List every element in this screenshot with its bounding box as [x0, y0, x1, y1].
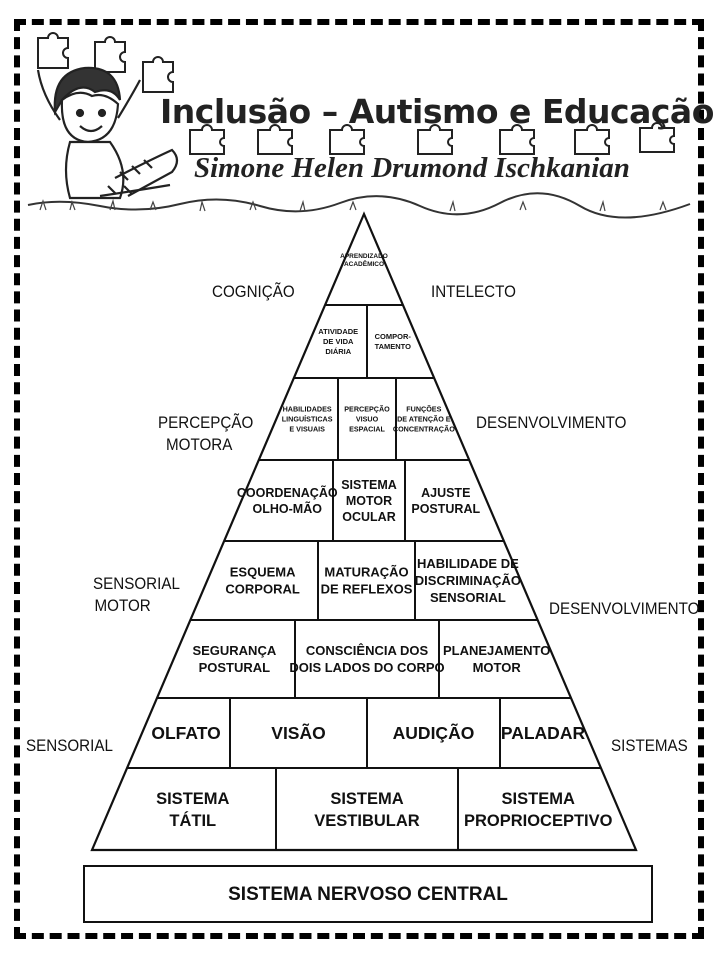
base-box	[83, 865, 653, 923]
pyramid-cell-line: DE VIDA	[323, 337, 354, 346]
pyramid-cell-line: ACADÊMICO	[344, 259, 384, 268]
dashed-page-border	[14, 19, 704, 939]
label-desenvolvimento-1: DESENVOLVIMENTO	[476, 414, 627, 432]
label-desenvolvimento-2: DESENVOLVIMENTO	[549, 600, 700, 618]
pyramid-cell-label: SISTEMA VESTIBULAR	[314, 790, 420, 830]
author-name: Simone Helen Drumond Ischkanian	[194, 152, 630, 184]
pyramid-cell-line: DIÁRIA	[325, 347, 351, 356]
pyramid-cell-line: VISUO	[356, 415, 379, 424]
label-percepcao-line1: PERCEPÇÃO	[158, 414, 254, 432]
pyramid-cell-label: AUDIÇÃO	[393, 722, 475, 743]
pyramid-cell-line: APRENDIZADO	[340, 253, 388, 260]
label-percepcao-motora: PERCEPÇÃO MOTORA	[158, 412, 253, 456]
pyramid-cell-label: CONSCIÊNCIA DOS DOIS LADOS DO CORPO	[289, 643, 444, 675]
pyramid-cell-label: VISÃO	[271, 722, 325, 743]
pyramid-cell-line: SENSORIAL	[430, 590, 506, 605]
pyramid-cell-line: TÁTIL	[169, 811, 216, 830]
label-sistemas: SISTEMAS	[611, 737, 688, 755]
pyramid-cell-label: SISTEMA PROPRIOCEPTIVO	[464, 790, 613, 830]
pyramid-cell-line: AJUSTE	[421, 486, 470, 500]
pyramid-cell-line: ESQUEMA	[230, 565, 296, 580]
pyramid-cell-line: HABILIDADES	[283, 405, 332, 414]
base-label: SISTEMA NERVOSO CENTRAL	[228, 884, 508, 905]
pyramid-cell-line: SISTEMA	[156, 790, 229, 808]
pyramid-cell-label: PLANEJAMENTO MOTOR	[443, 643, 550, 675]
pyramid-cell-label: ESQUEMA CORPORAL	[225, 565, 299, 597]
pyramid-cell-line: LINGUÍSTICAS	[282, 415, 333, 424]
pyramid-cell-label: MATURAÇÃO DE REFLEXOS	[321, 565, 413, 597]
pyramid-cell-line: OLHO-MÃO	[253, 501, 323, 516]
pyramid-cell-line: MOTOR	[473, 660, 522, 675]
pyramid-cell-line: VESTIBULAR	[314, 812, 420, 830]
label-sensorial-motor-line1: SENSORIAL	[93, 575, 180, 593]
pyramid-cell-line: CONSCIÊNCIA DOS	[306, 643, 429, 658]
pyramid-cell-line: CONCENTRAÇÃO	[393, 425, 455, 434]
label-percepcao-line2: MOTORA	[166, 436, 233, 454]
pyramid-cell-line: OLFATO	[151, 723, 220, 743]
pyramid-cell-label: HABILIDADE DE DISCRIMINAÇÃO SENSORIAL	[415, 556, 521, 605]
pyramid-cell-line: COMPOR-	[375, 332, 412, 341]
pyramid-cell-line: DOIS LADOS DO CORPO	[289, 660, 444, 675]
pyramid-cell-line: CORPORAL	[225, 582, 299, 597]
pyramid-cell-line: DE REFLEXOS	[321, 582, 413, 597]
pyramid-cell-line: DE ATENÇÃO E	[397, 415, 451, 424]
label-cognicao: COGNIÇÃO	[212, 283, 295, 301]
pyramid-cell-line: SISTEMA	[502, 790, 575, 808]
pyramid-cell-line: HABILIDADE DE	[417, 556, 519, 571]
pyramid-cell-label: SISTEMA TÁTIL	[156, 790, 229, 830]
pyramid-cell-label: COMPOR-TAMENTO	[375, 332, 412, 351]
pyramid-cell-line: COORDENAÇÃO	[237, 485, 338, 500]
pyramid-cell-line: TAMENTO	[375, 342, 412, 351]
pyramid-outline	[90, 211, 638, 852]
pyramid-cell-label: OLFATO	[151, 723, 220, 743]
pyramid-cell-line: SISTEMA	[341, 478, 397, 492]
pyramid-cell-label: SEGURANÇA POSTURAL	[192, 643, 276, 675]
pyramid-cell-line: POSTURAL	[199, 660, 271, 675]
pyramid-cell-line: PALADAR	[501, 723, 586, 743]
pyramid-cell-line: VISÃO	[271, 722, 325, 743]
pyramid-cell-label: SISTEMA MOTOR OCULAR	[341, 478, 397, 524]
label-sensorial-motor: SENSORIAL MOTOR	[93, 573, 180, 617]
pyramid-cell-label: PALADAR	[501, 723, 586, 743]
pyramid-cell-line: AUDIÇÃO	[393, 722, 475, 743]
page-title: Inclusão – Autismo e Educação	[160, 92, 714, 131]
pyramid-cell-line: POSTURAL	[411, 502, 480, 516]
pyramid-cell-line: PLANEJAMENTO	[443, 643, 550, 658]
pyramid-cell-line: FUNÇÕES	[406, 405, 441, 414]
pyramid-cell-line: PROPRIOCEPTIVO	[464, 812, 613, 830]
pyramid-cell-label: AJUSTE POSTURAL	[411, 486, 480, 516]
pyramid-cell-line: ATIVIDADE	[318, 327, 358, 336]
label-sensorial-motor-line2: MOTOR	[94, 597, 151, 615]
pyramid-cell-line: PERCEPÇÃO	[344, 405, 390, 414]
pyramid-cell-line: OCULAR	[342, 510, 395, 524]
pyramid-cell-line: MOTOR	[346, 494, 392, 508]
pyramid-cell-line: MATURAÇÃO	[324, 565, 408, 580]
label-intelecto: INTELECTO	[431, 283, 516, 301]
pyramid-cell-line: E VISUAIS	[289, 425, 325, 434]
label-sensorial: SENSORIAL	[26, 737, 113, 755]
pyramid-cell-line: SISTEMA	[330, 790, 403, 808]
pyramid-cell-line: DISCRIMINAÇÃO	[415, 573, 521, 588]
pyramid-cell-line: ESPACIAL	[349, 425, 385, 434]
pyramid-cell-line: SEGURANÇA	[192, 643, 276, 658]
